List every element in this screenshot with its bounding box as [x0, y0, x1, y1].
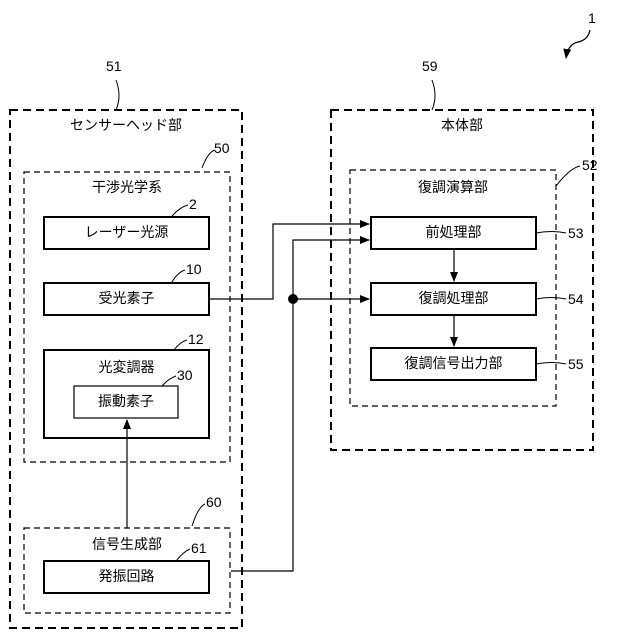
- modulator-title: 光変調器: [44, 360, 209, 376]
- leader-55: [536, 363, 566, 365]
- signal-gen-title: 信号生成部: [24, 537, 230, 553]
- receiver-to-preprocess-line: [209, 224, 369, 299]
- preprocess-ref: 53: [568, 225, 584, 241]
- figure-ref-squiggle: [566, 30, 590, 58]
- modulator-ref: 12: [188, 331, 204, 347]
- leader-30: [162, 376, 176, 386]
- preprocess-label: 前処理部: [371, 225, 536, 241]
- sensor-head-ref: 51: [106, 58, 122, 74]
- leader-53: [536, 232, 566, 234]
- main-body-ref: 59: [422, 58, 438, 74]
- demod-proc-label: 復調処理部: [371, 291, 536, 307]
- junction-dot: [288, 294, 298, 304]
- laser-ref: 2: [189, 196, 197, 212]
- demod-out-label: 復調信号出力部: [371, 356, 536, 372]
- laser-label: レーザー光源: [44, 225, 209, 241]
- sensor-head-title: センサーヘッド部: [10, 118, 242, 134]
- interferometer-ref: 50: [214, 140, 230, 156]
- vibration-label: 振動素子: [74, 394, 178, 410]
- receiver-label: 受光素子: [44, 291, 209, 307]
- demod-proc-ref: 54: [568, 291, 584, 307]
- demod-calc-ref: 52: [582, 157, 598, 173]
- leader-10: [172, 270, 185, 282]
- signal-gen-ref: 60: [206, 494, 222, 510]
- demod-calc-title: 復調演算部: [350, 180, 556, 196]
- leader-2: [172, 205, 188, 216]
- leader-54: [536, 298, 566, 300]
- leader-59: [432, 80, 435, 110]
- leader-60: [192, 504, 205, 526]
- oscillator-to-preprocess-line: [231, 240, 369, 571]
- main-body-box: [331, 110, 593, 450]
- demod-out-ref: 55: [568, 356, 584, 372]
- oscillator-label: 発振回路: [44, 569, 209, 585]
- leader-52: [556, 166, 580, 186]
- receiver-ref: 10: [186, 261, 202, 277]
- leader-12: [174, 340, 187, 350]
- leader-51: [116, 80, 119, 110]
- main-body-title: 本体部: [331, 118, 593, 134]
- interferometer-title: 干渉光学系: [24, 180, 230, 196]
- figure-ref-number: 1: [588, 10, 596, 26]
